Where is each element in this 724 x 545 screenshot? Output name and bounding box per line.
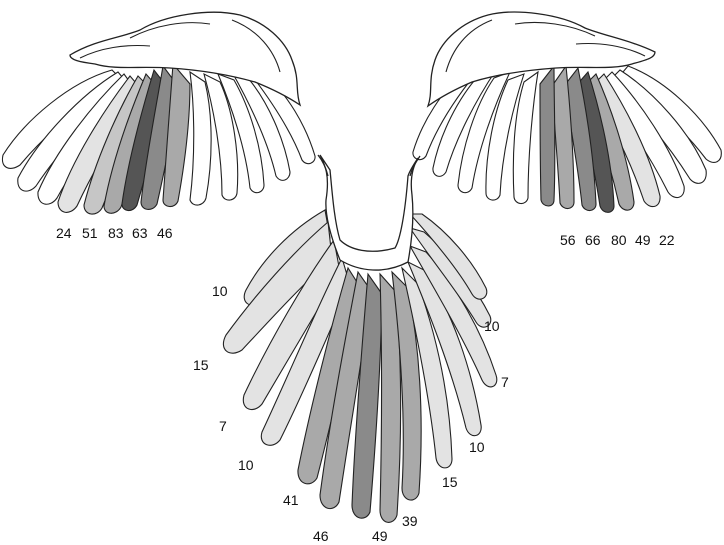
- left-wing-label: 51: [82, 225, 98, 241]
- body-outline-right: [410, 156, 420, 176]
- tail-label: 15: [193, 357, 209, 373]
- right-wing-label: 22: [659, 232, 675, 248]
- left-feather-10: [190, 72, 211, 205]
- tail-label: 10: [469, 439, 485, 455]
- left-wing-label: 24: [56, 225, 72, 241]
- tail-label: 46: [313, 528, 329, 544]
- tail-label: 10: [238, 457, 254, 473]
- right-wing-label: 80: [611, 232, 627, 248]
- left-wing: [2, 12, 315, 214]
- right-feather-9: [540, 66, 555, 206]
- left-wing-label: 46: [157, 225, 173, 241]
- tail-label: 15: [442, 474, 458, 490]
- tail-label: 7: [219, 418, 227, 434]
- right-wing-label: 56: [560, 232, 576, 248]
- right-wing: [413, 12, 721, 212]
- left-wing-labels: 24 51 83 63 46: [56, 225, 173, 241]
- tail-label: 10: [484, 318, 500, 334]
- tail-label: 7: [501, 374, 509, 390]
- tail-label: 41: [283, 492, 299, 508]
- tail: [223, 155, 496, 522]
- tail-label: 39: [402, 513, 418, 529]
- tail-label: 49: [372, 528, 388, 544]
- right-wing-label: 66: [585, 232, 601, 248]
- right-wing-labels: 56 66 80 49 22: [560, 232, 675, 248]
- right-wing-label: 49: [635, 232, 651, 248]
- left-wing-label: 83: [108, 225, 124, 241]
- left-wing-label: 63: [132, 225, 148, 241]
- tail-label: 10: [212, 283, 228, 299]
